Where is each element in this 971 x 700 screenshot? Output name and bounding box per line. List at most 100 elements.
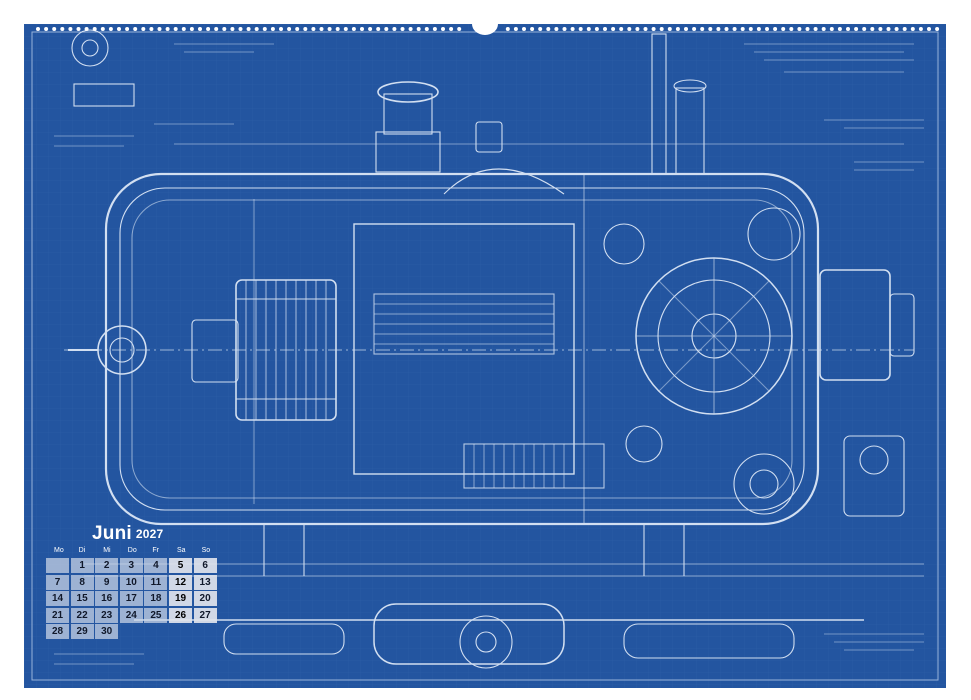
day-cell: 3 (119, 558, 143, 573)
day-cell: 10 (119, 574, 143, 590)
binding-hole (189, 27, 194, 31)
binding-hole (214, 27, 219, 31)
binding-hole (740, 27, 745, 31)
day-cell: 6 (193, 558, 217, 573)
day-cell: 8 (70, 574, 94, 590)
binding-hole (416, 27, 421, 31)
day-cell: 22 (70, 607, 94, 623)
binding-hole (230, 27, 235, 31)
binding-hole (659, 27, 664, 31)
binding-hole (538, 27, 543, 31)
binding-hole (157, 27, 162, 31)
binding-hole (878, 27, 883, 31)
binding-hole (918, 27, 923, 31)
binding-hole (351, 27, 356, 31)
binding-hole (60, 27, 65, 31)
binding-hole (424, 27, 429, 31)
day-cell: 4 (144, 558, 168, 573)
month-label: Juni (92, 523, 132, 544)
binding-hole (76, 27, 81, 31)
binding-hole (384, 27, 389, 31)
binding-hole (765, 27, 769, 31)
binding-hole (546, 27, 551, 31)
binding-hole (902, 27, 907, 31)
binding-hole (92, 27, 97, 31)
binding-hole (627, 27, 632, 31)
day-cell: 5 (169, 558, 192, 573)
day-cell: 9 (95, 574, 119, 590)
binding-hole (449, 27, 454, 31)
binding-hole (262, 27, 267, 31)
binding-hole (570, 27, 575, 31)
binding-hole (287, 27, 292, 31)
weekday-label: So (201, 547, 211, 554)
binding-hole (457, 27, 462, 31)
binding-hole (125, 27, 130, 31)
binding-hole (829, 27, 834, 31)
binding-hole (756, 27, 761, 31)
day-cell: 20 (193, 591, 217, 607)
weekday-label: Di (78, 547, 86, 554)
binding-hole (886, 27, 891, 31)
day-cell: 16 (95, 591, 119, 607)
binding-hole (376, 27, 381, 31)
binding-hole (603, 27, 607, 31)
binding-hole (870, 27, 875, 31)
binding-hole (837, 27, 842, 31)
weekday-label: Do (127, 547, 137, 554)
day-cell: 14 (46, 591, 69, 607)
day-cell: 24 (119, 607, 143, 623)
binding-hole (68, 27, 73, 31)
binding-hole (327, 27, 332, 31)
binding-hole (684, 27, 688, 31)
binding-hole (335, 27, 340, 31)
binding-hole (854, 27, 859, 31)
weekday-label: Fr (152, 547, 159, 554)
day-cell: 29 (70, 624, 94, 640)
binding-hole (667, 27, 672, 31)
binding-hole (392, 27, 397, 31)
weekday-label: Mi (103, 547, 111, 554)
day-cell: 23 (95, 607, 119, 623)
day-cell: 7 (46, 574, 69, 590)
binding-hole (295, 27, 300, 31)
year-label: 2027 (135, 527, 164, 541)
binding-hole (862, 27, 867, 31)
binding-hole (789, 27, 794, 31)
binding-hole (238, 27, 243, 31)
binding-hole (141, 27, 146, 31)
binding-hole (222, 27, 227, 31)
binding-hole (441, 27, 445, 31)
binding-hole (805, 27, 810, 31)
binding-hole (513, 27, 518, 31)
day-cell: 26 (169, 607, 192, 623)
binding-hole (270, 27, 275, 31)
binding-hole (165, 27, 170, 31)
day-cell: 13 (193, 574, 217, 590)
day-cell-empty (46, 558, 69, 573)
binding-hole (368, 27, 373, 31)
binding-hole (432, 27, 437, 31)
binding-hole (117, 27, 121, 31)
day-cell: 27 (193, 607, 217, 623)
day-cell: 30 (95, 624, 119, 640)
binding-hole (748, 27, 753, 31)
binding-hole (619, 27, 624, 31)
binding-hole (813, 27, 818, 31)
binding-hole (133, 27, 138, 31)
binding-hole (611, 27, 616, 31)
binding-hole (400, 27, 405, 31)
binding-hole (279, 27, 283, 31)
binding-hole (732, 27, 737, 31)
binding-hole (692, 27, 697, 31)
binding-hole (149, 27, 154, 31)
day-cell: 12 (169, 574, 192, 590)
day-cell: 28 (46, 624, 69, 640)
binding-hole (700, 27, 705, 31)
day-cell: 15 (70, 591, 94, 607)
binding-hole (594, 27, 599, 31)
binding-hole (846, 27, 850, 31)
binding-hole (724, 27, 729, 31)
day-cell: 11 (144, 574, 168, 590)
binding-hole (530, 27, 535, 31)
